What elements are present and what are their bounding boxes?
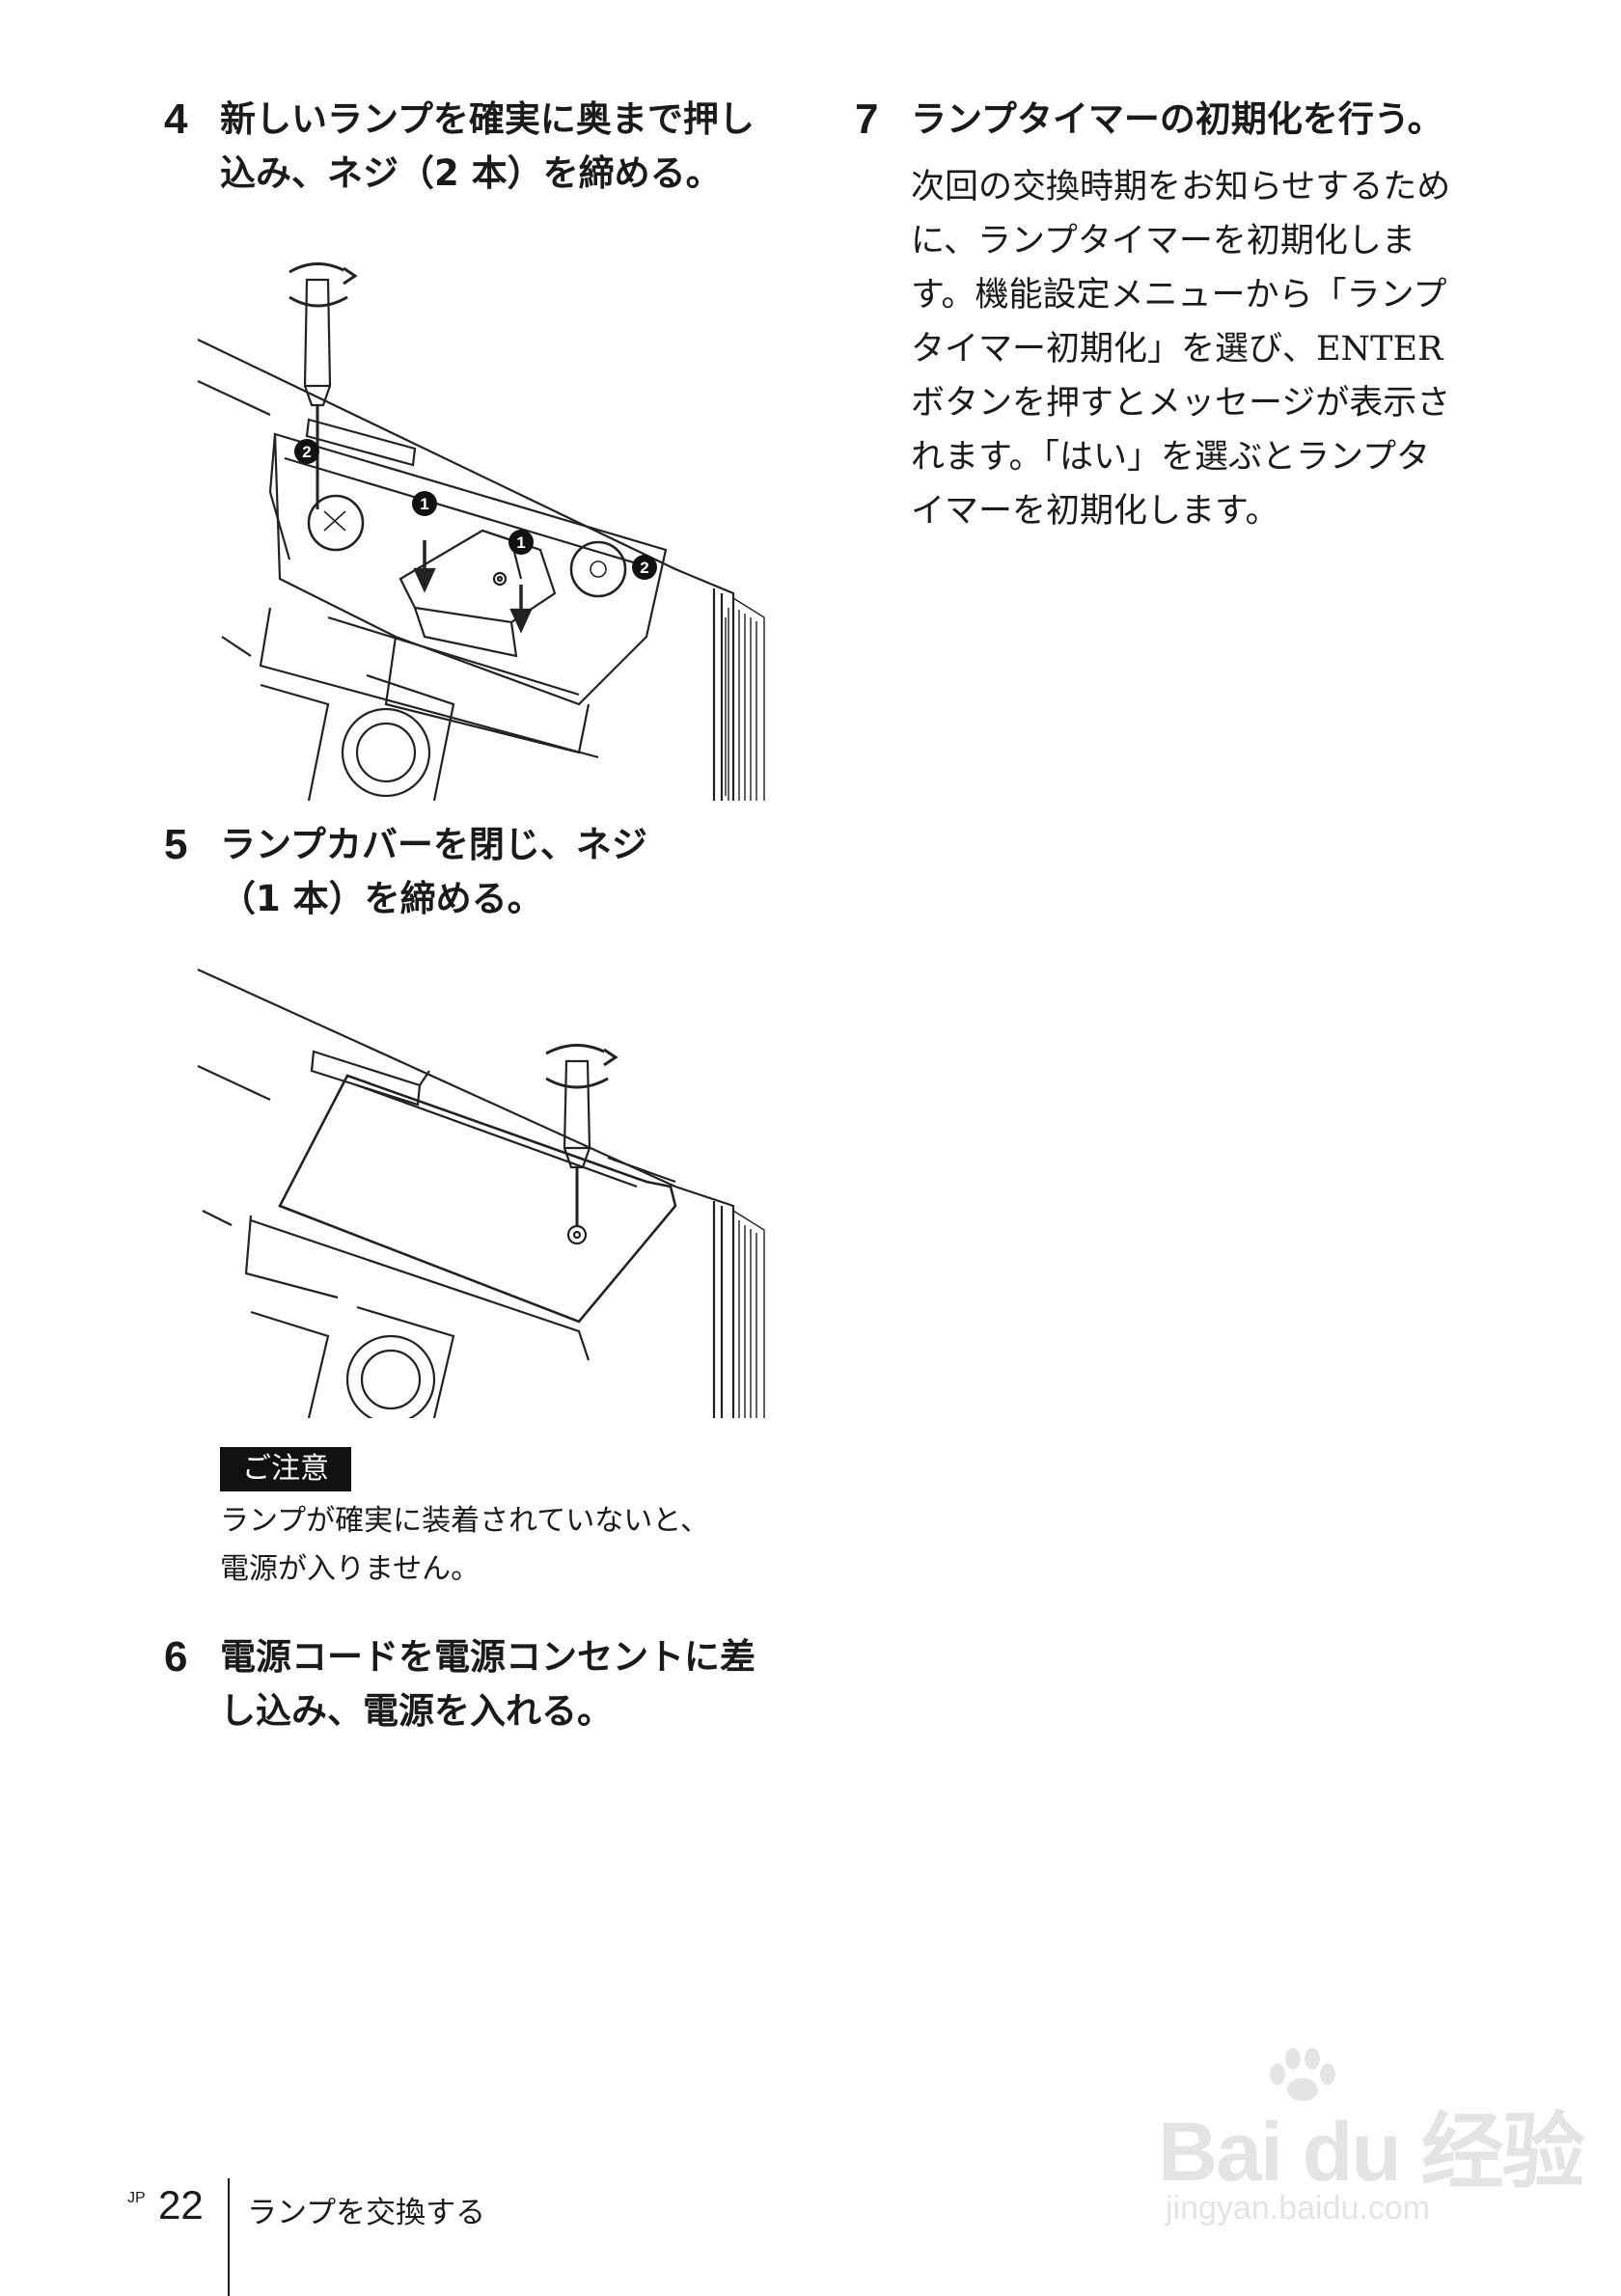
step-title: ランプカバーを閉じ、ネジ （1 本）を締める。 [220, 824, 647, 919]
callout-2-left: 2 [302, 443, 311, 461]
step-title: 新しいランプを確実に奥まで押し 込み、ネジ（2 本）を締める。 [220, 98, 755, 194]
baidu-watermark: Bai du 经验 jingyan.baidu.com [1148, 2045, 1585, 2228]
page-number: 22 [158, 2182, 204, 2228]
callout-2-right: 2 [640, 559, 648, 577]
step-title: 電源コードを電源コンセントに差 し込み、電源を入れる。 [220, 1636, 756, 1732]
step-number: 6 [164, 1633, 188, 1681]
step-title: ランプタイマーの初期化を行う。 [911, 98, 1443, 140]
step-number: 4 [164, 96, 188, 143]
caution-text: ランプが確実に装着されていないと、 電源が入りません。 [220, 1504, 709, 1586]
step-number: 5 [164, 821, 188, 868]
footer-section-title: ランプを交換する [247, 2196, 486, 2230]
footer-divider [228, 2178, 230, 2296]
callout-1-right: 1 [516, 533, 525, 552]
step-7-body: 次回の交換時期をお知らせするため に、ランプタイマーを初期化しま す。機能設定メ… [911, 168, 1451, 531]
step-number: 7 [855, 96, 879, 143]
footer-language-tag: JP [127, 2190, 146, 2206]
callout-1-left: 1 [420, 495, 428, 513]
watermark-logo-text: Bai du 经验 [1158, 2106, 1585, 2199]
watermark-url: jingyan.baidu.com [1166, 2190, 1431, 2227]
caution-label: ご注意 [220, 1447, 351, 1491]
lamp-cover-illustration [197, 968, 765, 1418]
paw-icon [1270, 2048, 1335, 2101]
lamp-insert-illustration: 2 1 1 2 [197, 262, 765, 801]
